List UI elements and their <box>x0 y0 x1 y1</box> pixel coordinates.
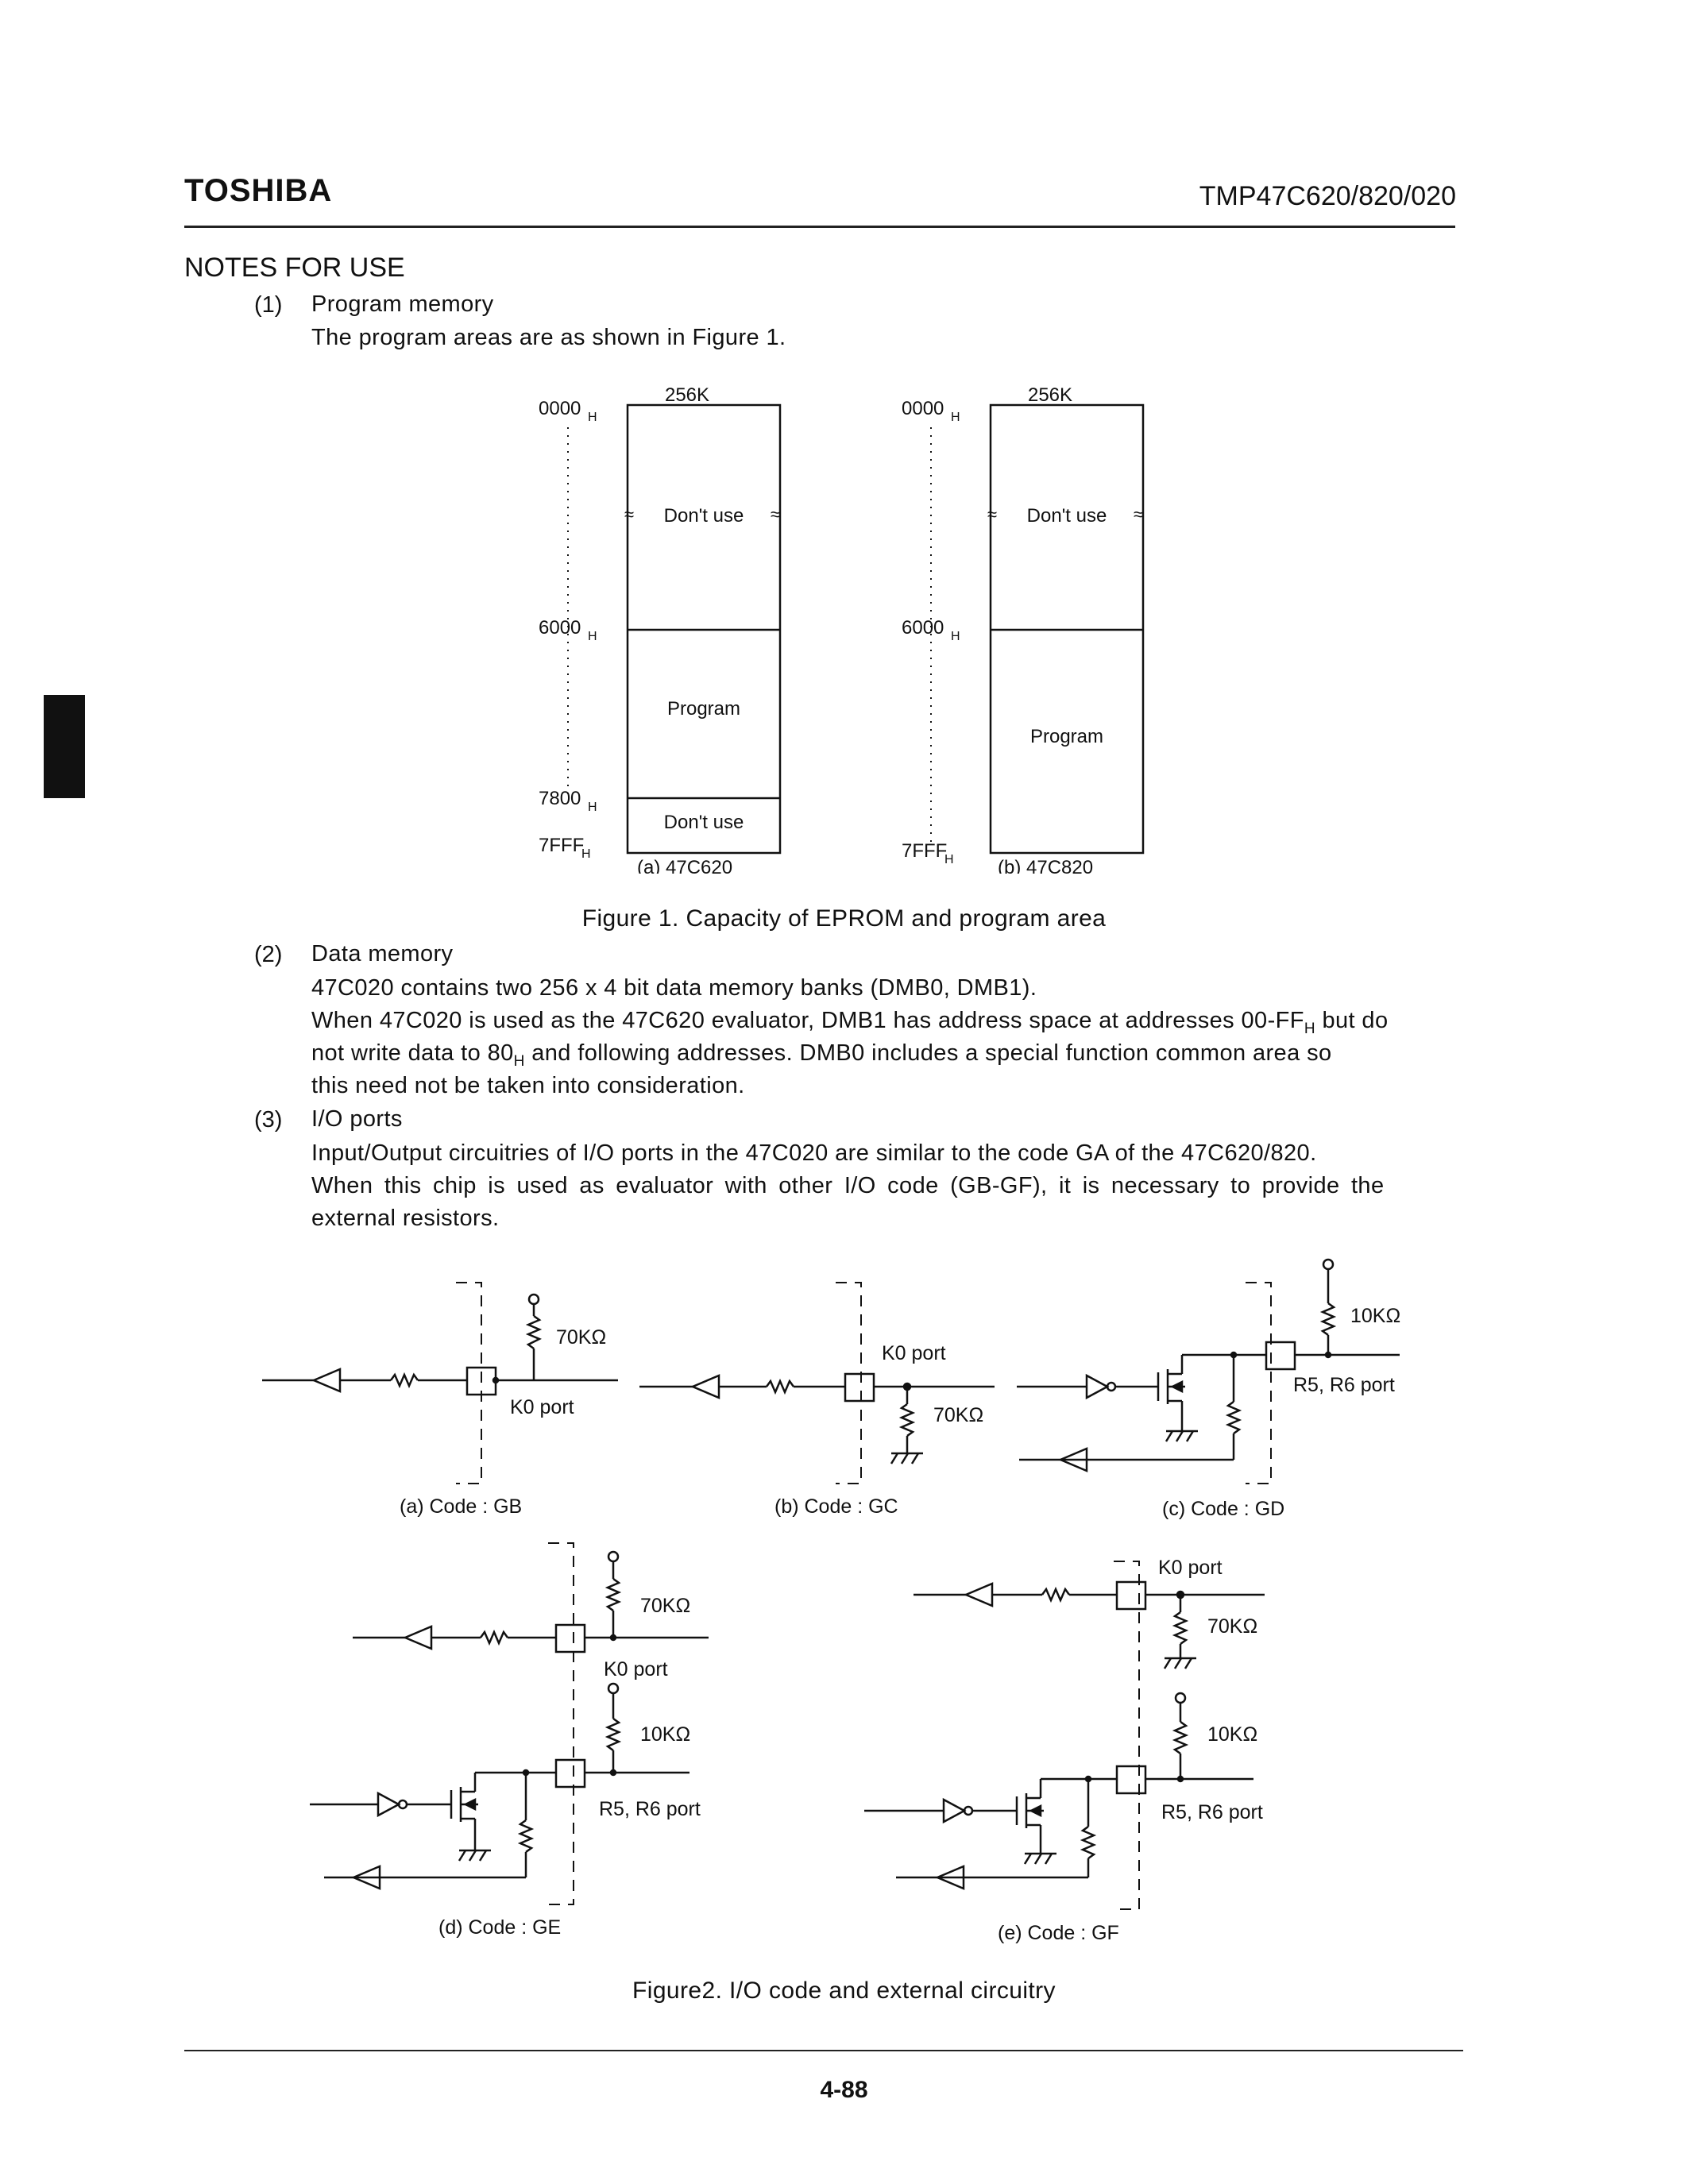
circuit-a-k0-port: K0 port <box>510 1396 574 1418</box>
svg-text:H: H <box>588 630 597 643</box>
fig1a-addr-0000: 0000 <box>539 398 581 419</box>
circuit-c-r5r6-port: R5, R6 port <box>1293 1374 1395 1396</box>
circuit-e-k0-port: K0 port <box>1158 1557 1223 1579</box>
circuit-b-k0-port: K0 port <box>882 1342 946 1364</box>
figure2-caption: Figure2. I/O code and external circuitry <box>632 1978 1056 2004</box>
fig1b-size-label: 256K <box>1028 384 1072 406</box>
svg-text:H: H <box>588 411 597 424</box>
fig1a-dont-use-bottom: Don't use <box>664 812 744 833</box>
item3-line2: When this chip is used as evaluator with… <box>311 1173 1385 1198</box>
fig1a-program: Program <box>667 698 740 720</box>
item3-line3: external resistors. <box>311 1206 500 1231</box>
svg-text:H: H <box>581 847 591 861</box>
item3-line1: Input/Output circuitries of I/O ports in… <box>311 1140 1317 1166</box>
circuit-c-resistor-10k: 10KΩ <box>1350 1305 1401 1327</box>
svg-text:≈: ≈ <box>1134 504 1143 524</box>
section-title: NOTES FOR USE <box>184 253 405 283</box>
item2-line3: not write data to 80H and following addr… <box>311 1040 1332 1070</box>
part-number: TMP47C620/820/020 <box>1199 181 1456 211</box>
fig1a-size-label: 256K <box>665 384 709 406</box>
circuit-d-caption: (d) Code : GE <box>438 1916 562 1939</box>
svg-text:H: H <box>951 630 960 643</box>
circuit-c-gd <box>1017 1258 1400 1484</box>
fig1a-addr-7800: 7800 <box>539 788 581 809</box>
circuit-a-gb <box>262 1282 618 1484</box>
item2-title: Data memory <box>311 941 454 967</box>
circuit-b-resistor-70k: 70KΩ <box>933 1404 984 1426</box>
item1-number: (1) <box>254 292 283 318</box>
fig1a-addr-7fff: 7FFF <box>539 835 584 856</box>
section-tab-marker <box>44 695 85 798</box>
svg-text:H: H <box>944 853 954 866</box>
svg-text:≈: ≈ <box>771 504 780 524</box>
fig1a-caption: (a) 47C620 <box>637 857 732 874</box>
circuit-c-caption: (c) Code : GD <box>1162 1498 1285 1520</box>
fig1a-addr-6000: 6000 <box>539 617 581 639</box>
figure1-caption: Figure 1. Capacity of EPROM and program … <box>581 905 1107 932</box>
page-number: 4-88 <box>820 2077 868 2103</box>
circuit-e-r5r6-port: R5, R6 port <box>1161 1801 1263 1823</box>
figure1a-memory-map: 256K 0000 H 6000 H 7800 H 7FFF H ≈ ≈ Don… <box>539 384 782 874</box>
item3-number: (3) <box>254 1107 283 1133</box>
item2-line4: this need not be taken into consideratio… <box>311 1073 745 1098</box>
circuit-b-gc <box>639 1282 995 1484</box>
circuit-d-resistor-10k: 10KΩ <box>640 1723 691 1746</box>
circuit-a-caption: (a) Code : GB <box>400 1495 523 1518</box>
fig1b-addr-7fff: 7FFF <box>902 840 947 862</box>
figure1b-memory-map: 256K 0000 H 6000 H 7FFF H ≈ ≈ Don't use … <box>902 384 1145 874</box>
fig1b-dont-use: Don't use <box>1027 505 1107 527</box>
figure1-diagram: 256K 0000 H 6000 H 7800 H 7FFF H ≈ ≈ Don… <box>539 384 1145 874</box>
circuit-e-resistor-70k: 70KΩ <box>1207 1615 1258 1638</box>
item3-title: I/O ports <box>311 1106 403 1132</box>
circuit-e-gf <box>864 1561 1265 1910</box>
item2-number: (2) <box>254 942 283 967</box>
svg-text:H: H <box>588 801 597 814</box>
item2-line2: When 47C020 is used as the 47C620 evalua… <box>311 1008 1389 1037</box>
brand-logo: TOSHIBA <box>184 173 333 208</box>
fig1b-addr-0000: 0000 <box>902 398 944 419</box>
fig1b-caption: (b) 47C820 <box>998 857 1093 874</box>
item2-line1: 47C020 contains two 256 x 4 bit data mem… <box>311 975 1037 1001</box>
item1-title: Program memory <box>311 291 494 317</box>
svg-text:≈: ≈ <box>987 504 997 524</box>
circuit-d-ge <box>310 1542 709 1905</box>
fig1b-addr-6000: 6000 <box>902 617 944 639</box>
circuit-d-resistor-70k: 70KΩ <box>640 1595 691 1617</box>
circuit-e-resistor-10k: 10KΩ <box>1207 1723 1258 1746</box>
circuit-b-caption: (b) Code : GC <box>774 1495 898 1518</box>
header-divider <box>184 226 1455 228</box>
circuit-d-k0-port: K0 port <box>604 1658 668 1680</box>
fig1b-program: Program <box>1030 726 1103 747</box>
item1-text: The program areas are as shown in Figure… <box>311 325 786 350</box>
circuit-e-caption: (e) Code : GF <box>998 1922 1119 1944</box>
fig1a-dont-use: Don't use <box>664 505 744 527</box>
svg-text:H: H <box>951 411 960 424</box>
svg-text:≈: ≈ <box>624 504 634 524</box>
circuit-d-r5r6-port: R5, R6 port <box>599 1798 701 1820</box>
footer-divider <box>184 2050 1463 2051</box>
circuit-a-resistor-70k: 70KΩ <box>556 1326 607 1349</box>
